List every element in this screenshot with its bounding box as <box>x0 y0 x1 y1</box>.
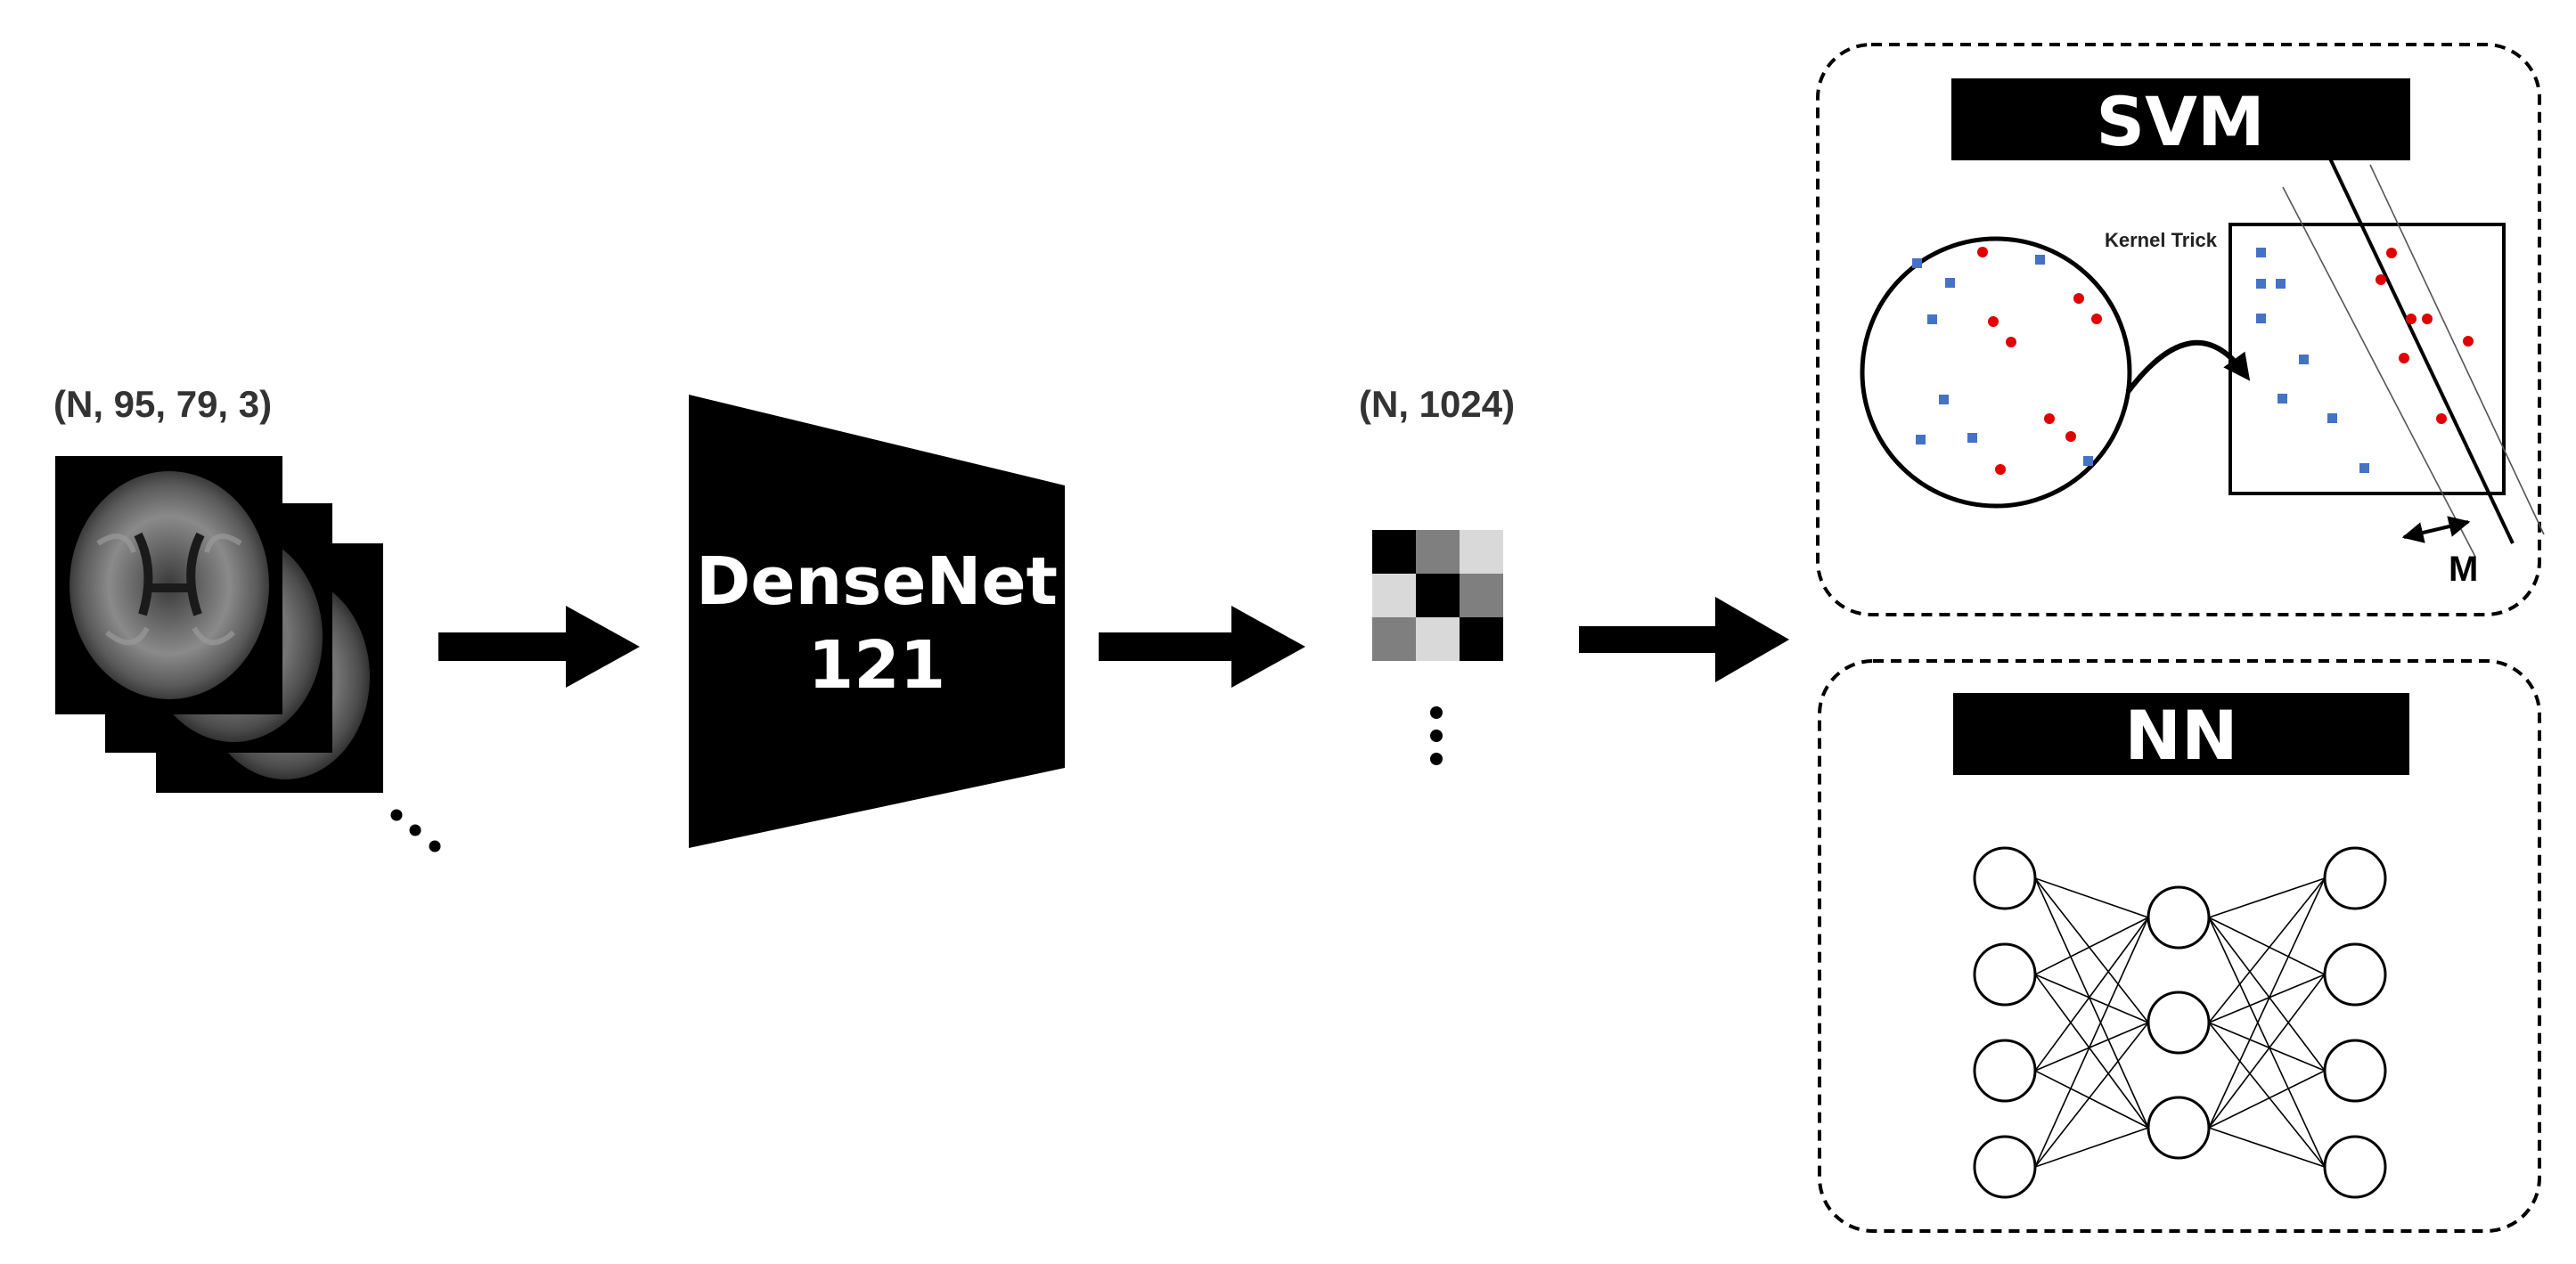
nn-connection <box>2034 877 2149 918</box>
nn-connection <box>2034 877 2149 1129</box>
densenet-block: DenseNet 121 <box>689 395 1065 848</box>
svm-input-points <box>1912 247 2102 475</box>
nn-node <box>1973 1135 2037 1199</box>
svm-hyperplane <box>2282 158 2545 558</box>
nn-connection <box>2208 974 2326 1023</box>
arrow-input-to-densenet <box>438 606 640 688</box>
feature-cell <box>1460 530 1503 574</box>
feature-section: (N, 1024) <box>1359 383 1515 765</box>
nn-connection <box>2034 1070 2149 1129</box>
feature-cell <box>1416 574 1460 617</box>
margin-label: M <box>2449 550 2478 589</box>
input-section: (N, 95, 79, 3) <box>53 383 441 852</box>
nn-connection <box>2034 877 2149 1023</box>
svm-panel: SVM Kernel Trick <box>1816 43 2545 616</box>
nn-connection <box>2208 917 2326 975</box>
feature-cell <box>1460 574 1503 617</box>
feature-cell <box>1372 617 1416 661</box>
nn-connection <box>2034 1022 2149 1168</box>
nn-connection <box>2034 974 2149 1129</box>
nn-connection <box>2208 974 2326 1129</box>
nn-node <box>1973 1039 2037 1103</box>
nn-connection <box>2208 1127 2326 1168</box>
svm-title: SVM <box>2096 82 2264 161</box>
feature-cell <box>1372 574 1416 617</box>
kernel-trick-label: Kernel Trick <box>2105 229 2218 251</box>
nn-connection <box>2208 917 2326 1168</box>
nn-connection <box>2208 877 2326 1023</box>
nn-node <box>2323 846 2387 910</box>
brain-slice-1 <box>55 456 282 714</box>
feature-cell <box>1460 617 1503 661</box>
arrow-features-to-classifiers <box>1579 597 1789 682</box>
feature-cell <box>1416 530 1460 574</box>
nn-node <box>1973 846 2037 910</box>
nn-connection <box>2034 1127 2149 1168</box>
feature-cell <box>1416 617 1460 661</box>
ellipsis-icon <box>390 809 441 852</box>
svm-feature-space <box>2228 223 2506 495</box>
nn-connection <box>2208 1022 2326 1168</box>
feature-matrix <box>1372 530 1503 661</box>
nn-title-bar <box>1953 693 2409 775</box>
nn-connection <box>2034 917 2149 975</box>
input-shape-label: (N, 95, 79, 3) <box>53 383 272 425</box>
nn-panel: NN <box>1818 659 2541 1233</box>
nn-connection <box>2208 1070 2326 1129</box>
nn-node <box>2323 1135 2387 1199</box>
nn-node <box>2323 942 2387 1007</box>
nn-connection <box>2034 1022 2149 1072</box>
nn-connection <box>2034 917 2149 1072</box>
nn-connection <box>2208 877 2326 918</box>
svm-input-space <box>1860 236 2132 509</box>
nn-connection <box>2208 917 2326 1072</box>
feature-shape-label: (N, 1024) <box>1359 383 1515 425</box>
nn-connection <box>2034 974 2149 1023</box>
vertical-ellipsis-icon <box>1430 706 1443 765</box>
densenet-label-line1: DenseNet <box>696 543 1058 620</box>
svm-title-bar <box>1951 78 2410 160</box>
arrow-densenet-to-features <box>1099 606 1305 688</box>
nn-connection <box>2208 877 2326 1129</box>
nn-node <box>2147 991 2211 1055</box>
nn-node <box>2147 1096 2211 1160</box>
nn-node <box>2147 885 2211 950</box>
nn-connection <box>2034 917 2149 1168</box>
feature-cell <box>1372 530 1416 574</box>
margin-arrow <box>2401 516 2471 543</box>
densenet-label-line2: 121 <box>808 627 945 704</box>
nn-title: NN <box>2124 696 2237 775</box>
nn-connection <box>2208 1022 2326 1072</box>
kernel-trick-arrow <box>2125 339 2251 394</box>
nn-node <box>2323 1039 2387 1103</box>
neural-network <box>1973 846 2387 1199</box>
svm-feature-points <box>2256 248 2474 473</box>
nn-node <box>1973 942 2037 1007</box>
